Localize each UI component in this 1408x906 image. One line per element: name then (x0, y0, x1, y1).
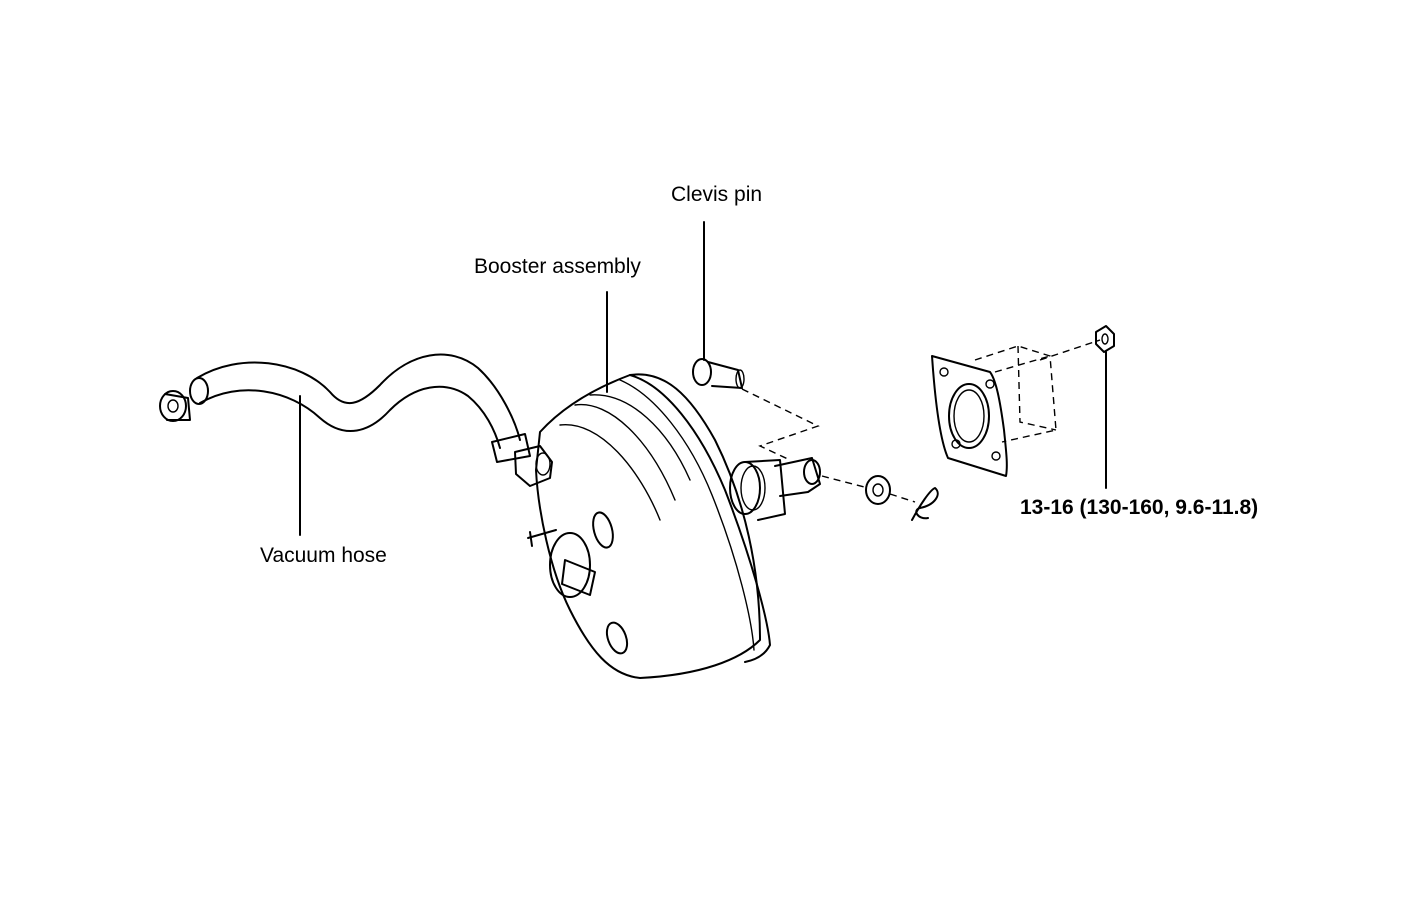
nut (1095, 325, 1115, 353)
clip-dashed-path (889, 493, 916, 503)
torque-spec-label: 13-16 (130-160, 9.6-11.8) (1020, 496, 1259, 519)
gasket (931, 355, 1008, 477)
mount-box-dashed (974, 345, 1057, 443)
cotter-clip (911, 487, 939, 521)
vacuum-hose-label: Vacuum hose (260, 544, 387, 567)
nut-dashed-path (1039, 339, 1101, 361)
clevis-pin-dashed-path (741, 388, 820, 461)
booster-assembly (514, 373, 821, 679)
vacuum-hose (189, 353, 531, 463)
hose-clip (159, 390, 191, 422)
clevis-pin-label: Clevis pin (671, 183, 763, 206)
washer (865, 475, 891, 505)
booster-assembly-label: Booster assembly (474, 255, 641, 278)
washer-dashed-path (821, 475, 869, 489)
clevis-pin (692, 358, 745, 389)
